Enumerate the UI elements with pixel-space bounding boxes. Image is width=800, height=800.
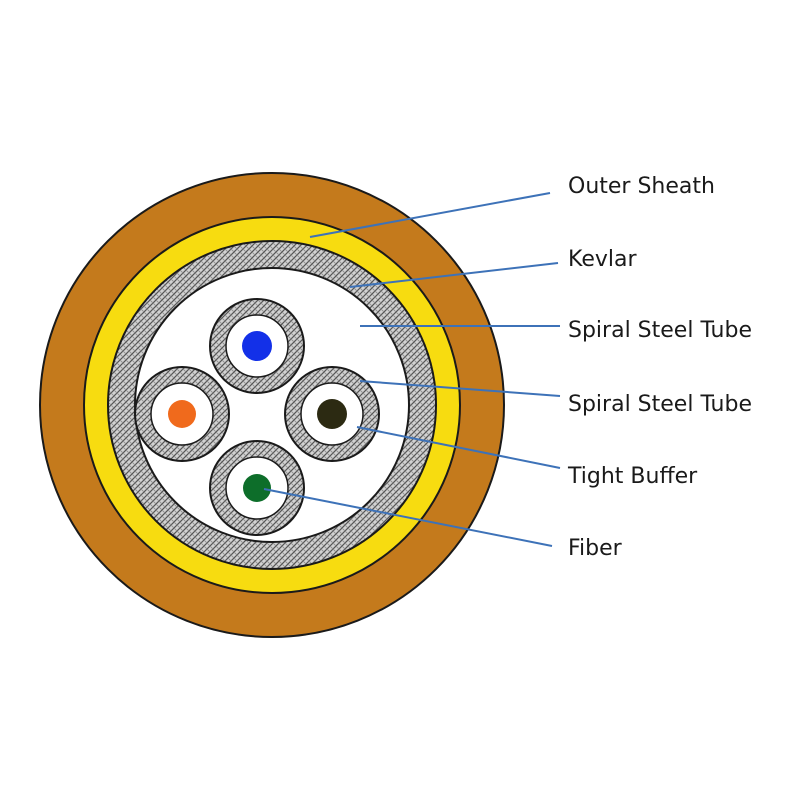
subunit-dark — [284, 366, 380, 462]
leader-line-outer-sheath — [309, 192, 551, 238]
subunit-green — [209, 440, 305, 536]
label-kevlar: Kevlar — [568, 247, 637, 272]
subunit-blue — [209, 298, 305, 394]
leader-line-fiber — [263, 488, 553, 547]
leader-line-kevlar — [349, 262, 559, 288]
label-spiral-steel-tube-1: Spiral Steel Tube — [568, 318, 752, 343]
leader-line-tight-buffer — [356, 426, 561, 469]
leader-line-spiral-steel-tube-2 — [359, 380, 561, 397]
label-fiber: Fiber — [568, 536, 623, 561]
label-spiral-steel-tube-2: Spiral Steel Tube — [568, 392, 752, 417]
subunit-orange — [134, 366, 230, 462]
label-tight-buffer: Tight Buffer — [567, 464, 698, 489]
label-outer-sheath: Outer Sheath — [568, 174, 715, 199]
